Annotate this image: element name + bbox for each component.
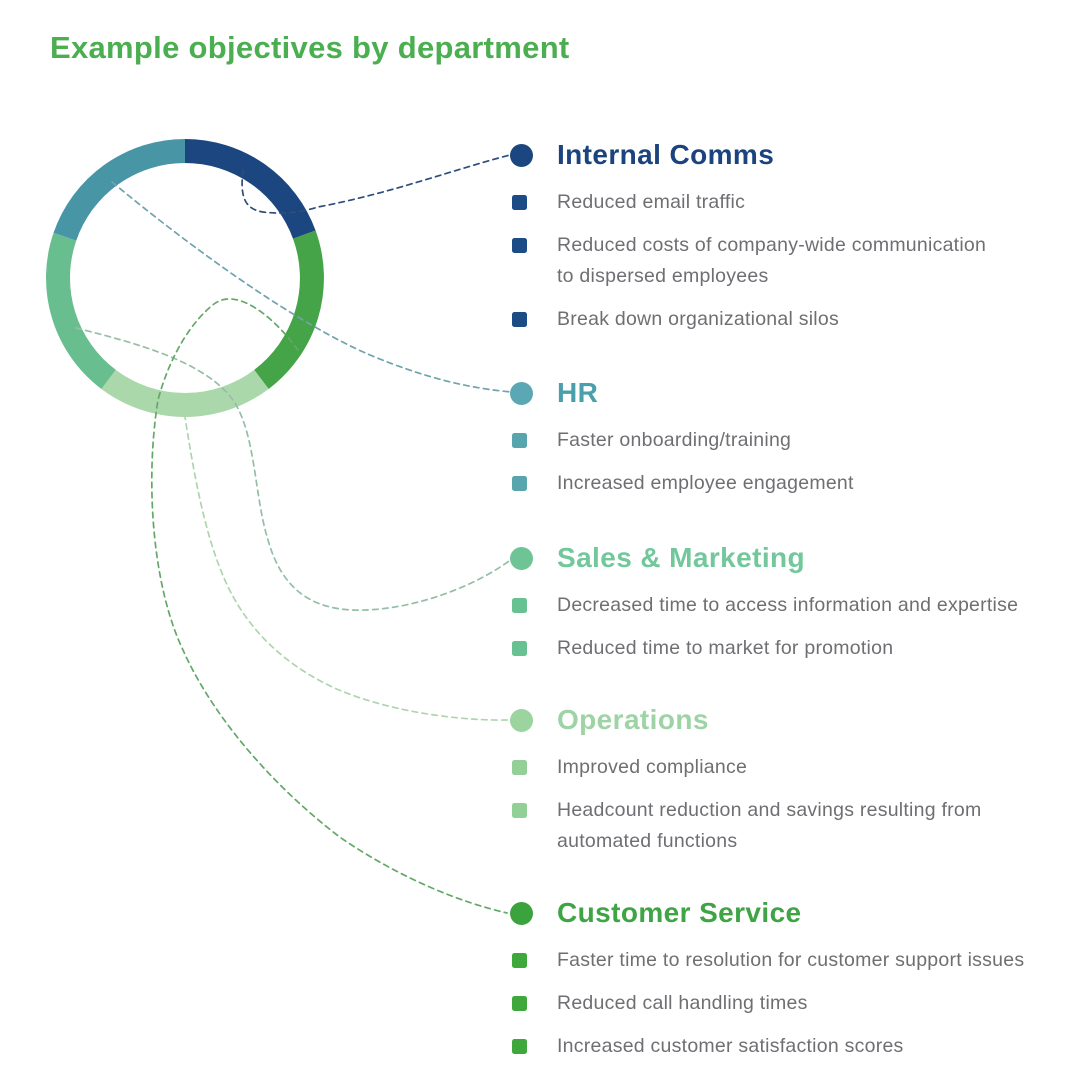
customer-service-bullet-square xyxy=(512,1039,527,1054)
sales-marketing-legend-dot xyxy=(510,546,533,570)
section-title-operations: Operations xyxy=(557,704,709,735)
objective-text: Reduced call handling times xyxy=(557,992,808,1014)
connector-line-customer-service xyxy=(150,298,508,914)
objective-item: Reduced call handling times xyxy=(510,988,1070,1019)
section-title-sales-marketing: Sales & Marketing xyxy=(557,542,805,573)
objective-text: Reduced costs of company-wide communicat… xyxy=(557,234,987,287)
objective-text: Improved compliance xyxy=(557,756,748,778)
objective-item: Reduced email traffic xyxy=(510,187,1070,218)
objective-item: Decreased time to access information and… xyxy=(510,590,1070,621)
sales-marketing-bullet-square xyxy=(512,641,527,656)
section-header-hr: HR xyxy=(510,377,1070,409)
hr-bullet-square xyxy=(512,433,527,448)
donut-segment-customer-service xyxy=(253,230,324,389)
section-title-internal-comms: Internal Comms xyxy=(557,139,775,170)
connector-line-hr xyxy=(111,181,512,393)
internal-comms-bullet-square xyxy=(512,238,527,253)
objective-item: Increased employee engagement xyxy=(510,468,1070,499)
operations-legend-dot xyxy=(510,708,533,732)
hr-bullet-square xyxy=(512,476,527,491)
customer-service-bullet-square xyxy=(512,996,527,1011)
objective-text: Reduced email traffic xyxy=(557,191,746,213)
connector-line-sales-marketing xyxy=(75,327,510,611)
section-header-operations: Operations xyxy=(510,704,1070,736)
objective-text: Decreased time to access information and… xyxy=(557,594,1019,616)
objective-text: Increased employee engagement xyxy=(557,472,854,494)
donut-segment-internal-comms xyxy=(184,139,316,239)
objective-item: Faster time to resolution for customer s… xyxy=(510,945,1070,976)
objective-text: Faster time to resolution for customer s… xyxy=(557,949,1025,971)
operations-bullet-square xyxy=(512,803,527,818)
objective-text: Break down organizational silos xyxy=(557,308,839,330)
objective-text: Increased customer satisfaction scores xyxy=(557,1035,904,1057)
objective-item: Reduced time to market for promotion xyxy=(510,633,1070,664)
connector-lines xyxy=(75,154,512,914)
donut-segment-operations xyxy=(101,369,269,417)
objective-list-customer-service: Faster time to resolution for customer s… xyxy=(510,945,1070,1062)
donut-chart xyxy=(46,139,324,417)
objective-item: Break down organizational silos xyxy=(510,304,1070,335)
customer-service-bullet-square xyxy=(512,953,527,968)
objective-text: Reduced time to market for promotion xyxy=(557,637,894,659)
sales-marketing-bullet-square xyxy=(512,598,527,613)
connector-line-operations xyxy=(182,403,510,721)
objective-item: Headcount reduction and savings resultin… xyxy=(510,795,1070,857)
hr-legend-dot xyxy=(510,381,533,405)
objective-list-sales-marketing: Decreased time to access information and… xyxy=(510,590,1070,664)
donut-segment-hr xyxy=(53,139,186,241)
section-title-customer-service: Customer Service xyxy=(557,897,802,928)
objective-item: Improved compliance xyxy=(510,752,1070,783)
section-header-internal-comms: Internal Comms xyxy=(510,139,1070,171)
objective-text: Faster onboarding/training xyxy=(557,429,792,451)
section-header-sales-marketing: Sales & Marketing xyxy=(510,542,1070,574)
objective-text: Headcount reduction and savings resultin… xyxy=(557,799,982,852)
objective-item: Faster onboarding/training xyxy=(510,425,1070,456)
internal-comms-bullet-square xyxy=(512,195,527,210)
objective-item: Increased customer satisfaction scores xyxy=(510,1031,1070,1062)
internal-comms-legend-dot xyxy=(510,143,533,167)
section-title-hr: HR xyxy=(557,377,599,408)
connector-line-internal-comms xyxy=(241,154,511,214)
objective-item: Reduced costs of company-wide communicat… xyxy=(510,230,1070,292)
customer-service-legend-dot xyxy=(510,901,533,925)
section-header-customer-service: Customer Service xyxy=(510,897,1070,929)
page-title: Example objectives by department xyxy=(50,30,570,65)
donut-segment-sales-marketing xyxy=(46,232,117,389)
operations-bullet-square xyxy=(512,760,527,775)
internal-comms-bullet-square xyxy=(512,312,527,327)
